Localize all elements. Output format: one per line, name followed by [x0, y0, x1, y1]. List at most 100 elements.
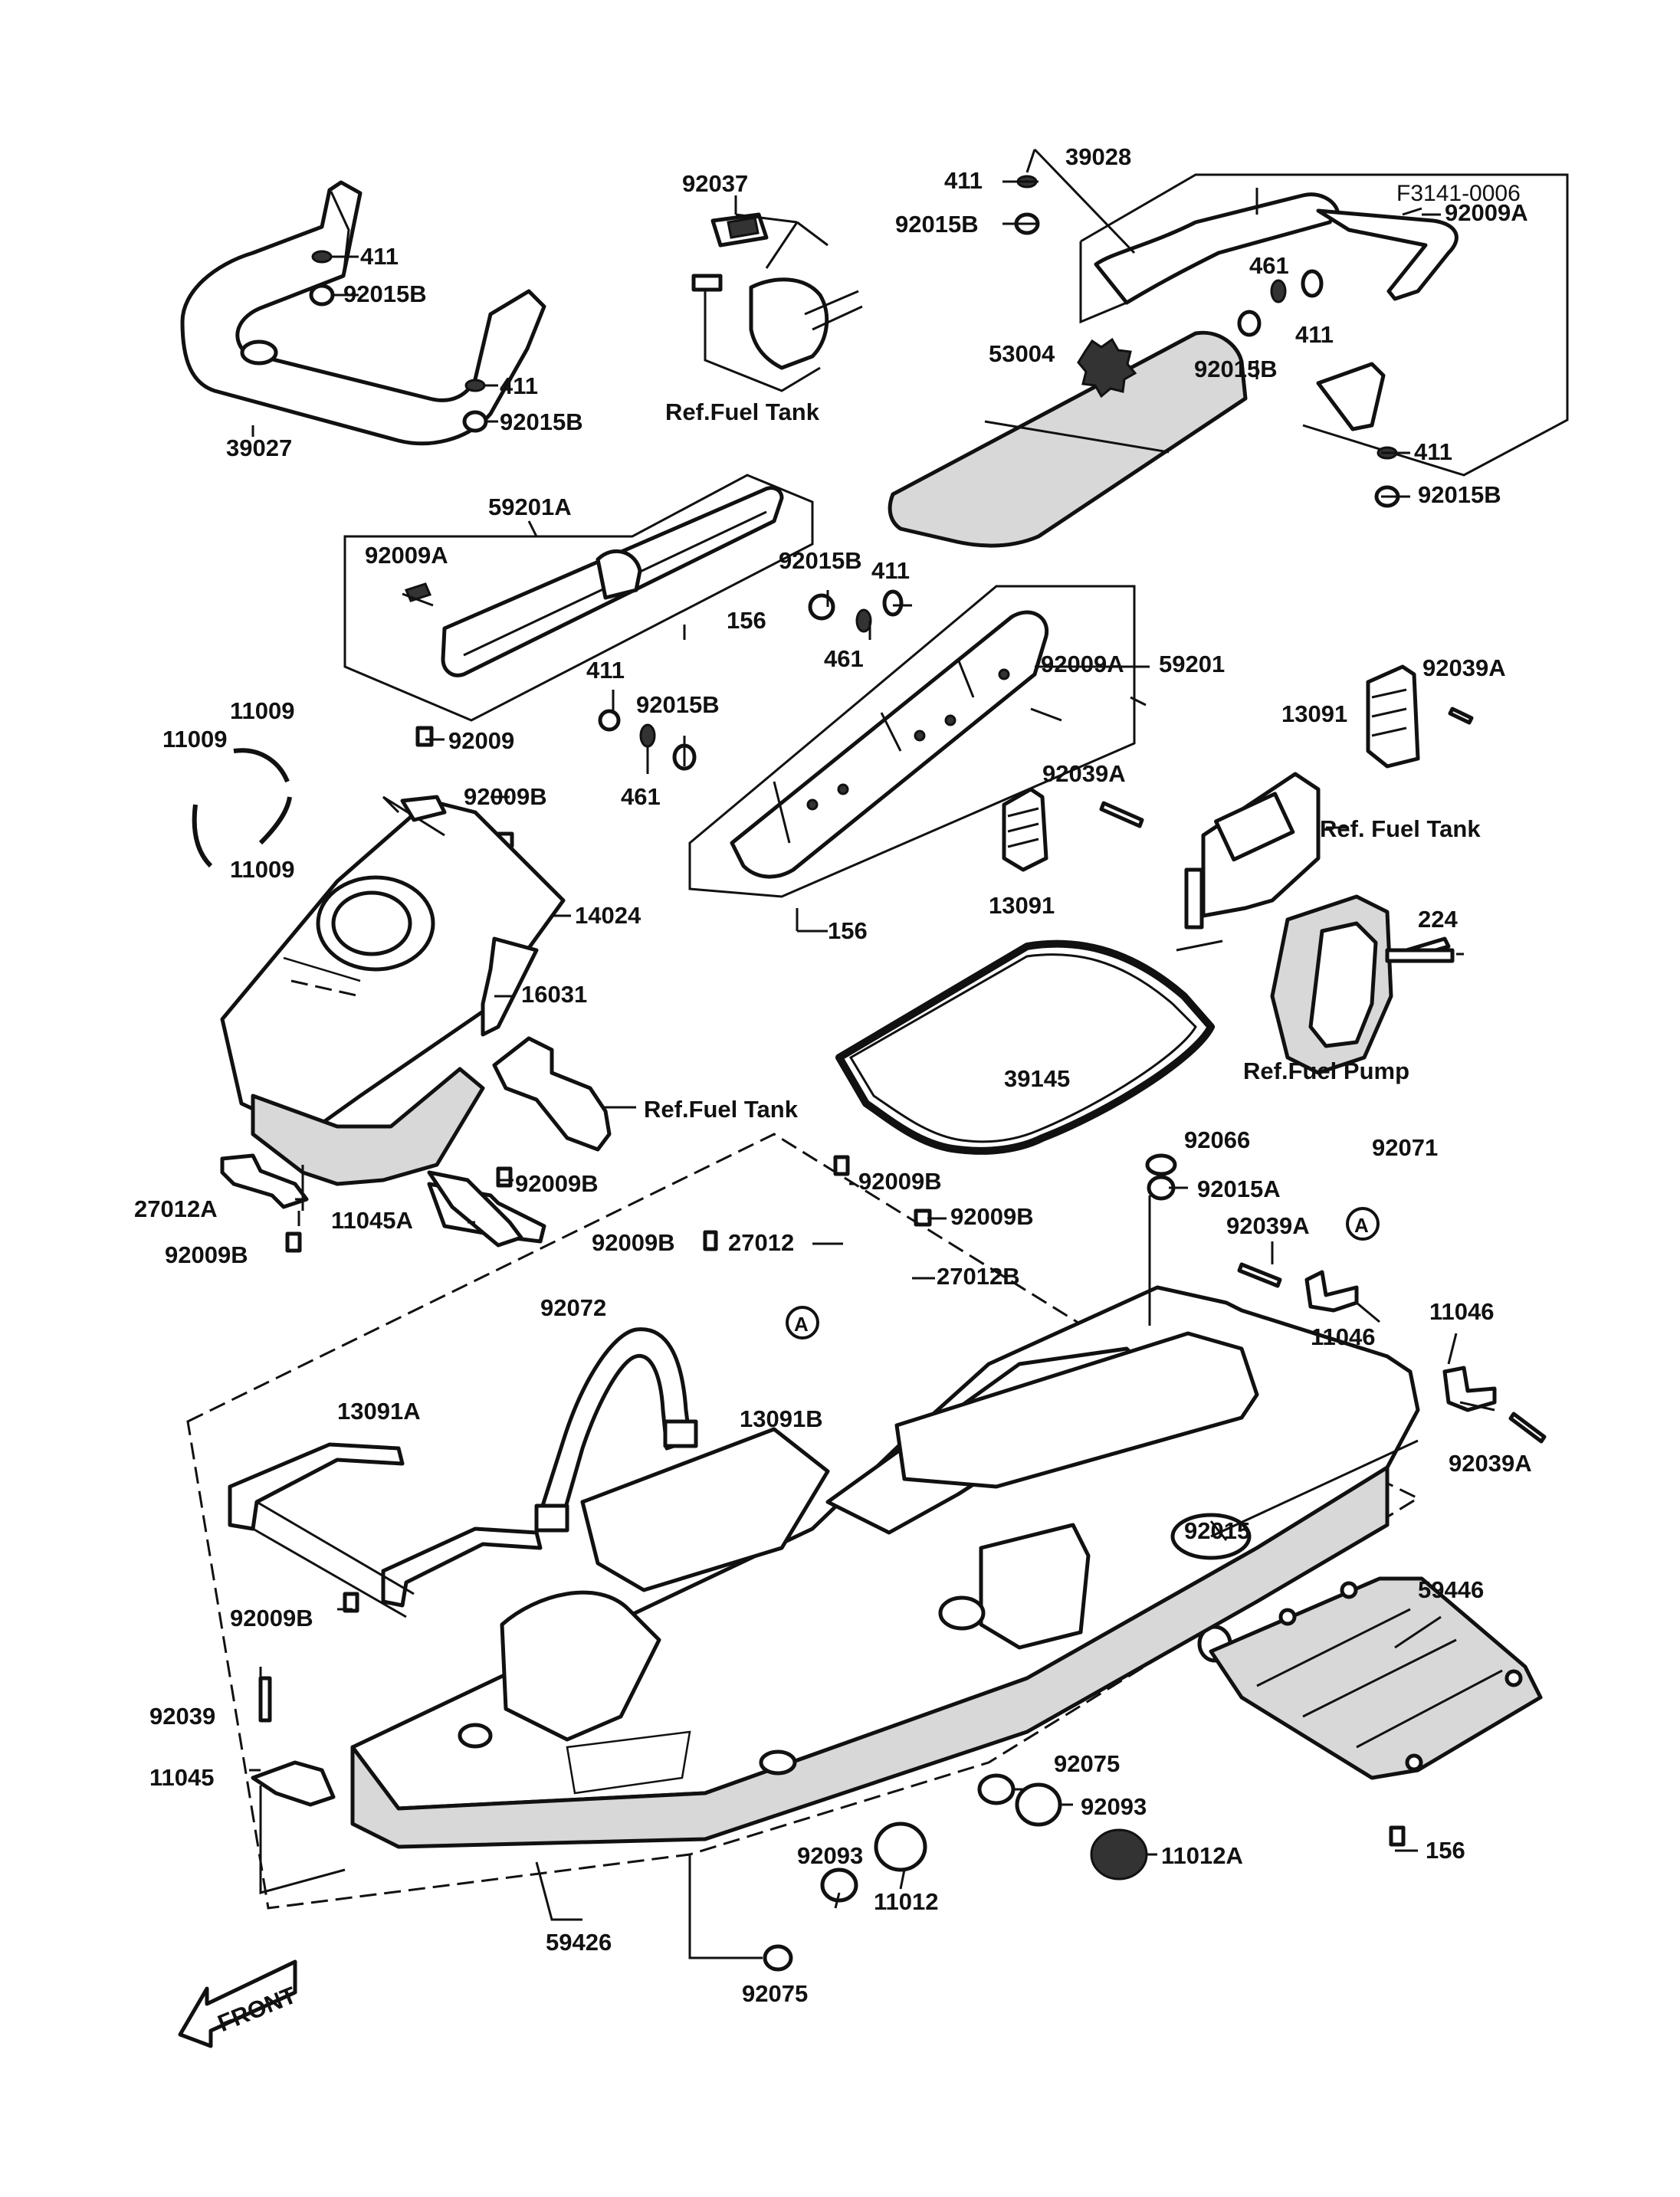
label-59201A: 59201A	[488, 494, 572, 520]
strap-92072	[534, 1327, 698, 1533]
label-16031: 16031	[521, 981, 587, 1008]
label-27012A: 27012A	[134, 1195, 218, 1222]
fuel-fitting	[691, 212, 863, 392]
label-11046: 11046	[1429, 1298, 1495, 1325]
bolts	[258, 207, 1547, 1847]
grommet-13091-right	[1366, 664, 1420, 769]
label-461: 461	[621, 783, 661, 810]
label-92009B: 92009B	[165, 1241, 248, 1268]
label-156: 156	[727, 607, 766, 634]
clip-27012A	[220, 1153, 309, 1211]
label-224: 224	[1418, 906, 1458, 933]
label-59201: 59201	[1159, 651, 1225, 677]
label-92009: 92009	[448, 727, 514, 754]
label-39028: 39028	[1065, 143, 1131, 170]
label-11009: 11009	[230, 697, 295, 724]
plates-13091A	[228, 1442, 543, 1618]
label-92015B: 92015B	[500, 408, 583, 435]
cover-59201A	[343, 474, 814, 722]
label-92039A: 92039A	[1422, 654, 1506, 681]
label-92009B: 92009B	[230, 1605, 313, 1631]
label-92009B: 92009B	[515, 1170, 599, 1197]
handle-39028	[1079, 173, 1569, 477]
seat-53004	[888, 330, 1248, 548]
label-92009A: 92009A	[1445, 199, 1528, 226]
label-411: 411	[360, 243, 399, 270]
label-411: 411	[500, 372, 538, 399]
cover-59201	[688, 585, 1136, 898]
hull-59426	[186, 1133, 1421, 1910]
label-92075: 92075	[1054, 1750, 1120, 1777]
label-92071: 92071	[1372, 1134, 1438, 1161]
label-53004: 53004	[989, 340, 1055, 367]
label-92037: 92037	[682, 170, 748, 197]
bracket-11045	[251, 1760, 336, 1807]
label-156: 156	[1426, 1837, 1465, 1864]
label-461: 461	[824, 645, 864, 672]
label-92015B: 92015B	[1194, 356, 1278, 382]
label-39145: 39145	[1004, 1065, 1070, 1092]
label-11046: 11046	[1311, 1323, 1376, 1350]
label-92015B: 92015B	[895, 211, 979, 238]
label-92066: 92066	[1184, 1126, 1250, 1153]
label-92015A: 92015A	[1197, 1176, 1281, 1202]
label-92009A: 92009A	[365, 542, 448, 569]
label-92015: 92015	[1184, 1517, 1250, 1544]
label-11045: 11045	[149, 1764, 215, 1791]
label-92009B: 92009B	[592, 1229, 675, 1256]
label-156: 156	[828, 917, 868, 944]
label-411: 411	[1295, 321, 1334, 348]
label-92009A: 92009A	[1041, 651, 1124, 677]
label-92039: 92039	[149, 1703, 215, 1730]
label-92093: 92093	[797, 1842, 863, 1869]
label-411: 411	[871, 557, 910, 584]
label-92009B: 92009B	[858, 1168, 942, 1195]
label-13091B: 13091B	[740, 1405, 823, 1432]
fuel-pump	[1184, 772, 1455, 1075]
label-ref-fuel-tank: Ref.Fuel Tank	[644, 1096, 799, 1123]
label-411: 411	[586, 657, 625, 684]
front-arrow: FRONT	[178, 1959, 300, 2048]
label-ref-fuel-pump: Ref.Fuel Pump	[1243, 1058, 1409, 1084]
label-27012B: 27012B	[937, 1263, 1020, 1290]
handle-39027	[180, 180, 546, 446]
marker-a-1: A	[1354, 1214, 1369, 1237]
diagram-code: F3141-0006	[1396, 181, 1521, 206]
label-14024: 14024	[575, 902, 641, 929]
label-59426: 59426	[546, 1929, 612, 1956]
label-411: 411	[1414, 438, 1452, 465]
label-13091: 13091	[989, 892, 1055, 919]
label-461: 461	[1249, 252, 1289, 279]
rings-11009	[192, 748, 292, 868]
label-92039A: 92039A	[1042, 760, 1126, 787]
label-11009: 11009	[230, 856, 295, 883]
plate-59446	[1209, 1576, 1543, 1780]
part-labels: 39028 411 92015B 92009A 461 411 92015B 5…	[134, 143, 1532, 2007]
leader-lines	[249, 148, 1495, 1959]
label-ref-fuel-tank: Ref. Fuel Tank	[1320, 815, 1481, 842]
label-13091: 13091	[1281, 700, 1347, 727]
label-11012A: 11012A	[1161, 1842, 1243, 1869]
label-27012: 27012	[728, 1229, 794, 1256]
label-92039A: 92039A	[1449, 1450, 1532, 1477]
label-39027: 39027	[226, 434, 292, 461]
label-92015B: 92015B	[636, 691, 720, 718]
label-92015B: 92015B	[779, 547, 862, 574]
bracket-11045A	[427, 1170, 523, 1248]
gasket-39145	[835, 939, 1215, 1155]
label-92015B: 92015B	[1418, 481, 1501, 508]
label-11045A: 11045A	[331, 1207, 413, 1234]
label-59446: 59446	[1418, 1576, 1484, 1603]
plugs	[763, 1773, 1148, 1972]
label-ref-fuel-tank: Ref.Fuel Tank	[665, 398, 820, 425]
label-11009: 11009	[162, 726, 228, 753]
grommet-13091-center	[1002, 787, 1048, 872]
label-92039A: 92039A	[1226, 1212, 1310, 1239]
label-92075: 92075	[742, 1980, 808, 2007]
marker-a-2: A	[794, 1313, 809, 1336]
bracket-11046	[1304, 1270, 1497, 1412]
label-92093: 92093	[1081, 1793, 1147, 1820]
label-92009B: 92009B	[464, 783, 547, 810]
label-92015B: 92015B	[343, 280, 427, 307]
